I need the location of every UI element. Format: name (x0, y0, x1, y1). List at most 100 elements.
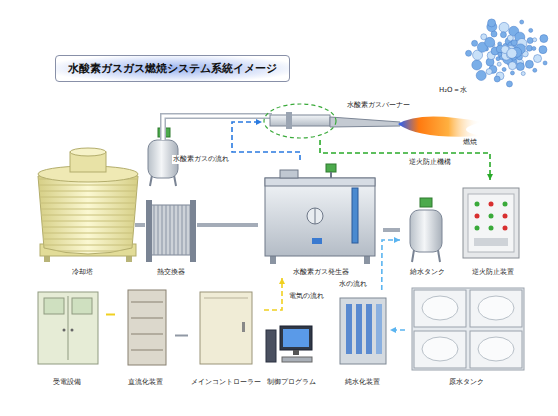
node-label: 直流化装置 (128, 378, 163, 387)
node-label: 熱交換器 (157, 268, 185, 277)
main-controller (200, 292, 252, 364)
node-label: メインコントローラー (191, 378, 261, 387)
flashback-device: 逆火防止装置 (455, 180, 530, 278)
water-formula: H₂O＝水 (438, 86, 468, 95)
gas-generator-part (352, 188, 358, 243)
burner-part (286, 112, 292, 129)
raw-water-tank-part (414, 331, 466, 368)
gas-burner: 水酸素ガスバーナー (262, 100, 412, 140)
gas-generator-part (326, 164, 336, 172)
computer (266, 326, 312, 362)
feed-tank: 給水タンク (400, 195, 455, 278)
computer-part (266, 330, 276, 362)
heat-exchanger-part (150, 205, 192, 255)
water-cloud-part (507, 48, 517, 58)
flashback-panel-part (503, 214, 508, 219)
heat-exchanger-part (146, 200, 152, 262)
water-purifier (340, 298, 386, 364)
node-label: 冷却塔 (72, 268, 93, 277)
water-purifier-part (340, 298, 386, 364)
cooling-pipe (135, 223, 145, 227)
water-cloud-part (539, 46, 547, 54)
node-label: 給水タンク (410, 268, 445, 277)
power-cable (175, 335, 188, 337)
cooling-pipe (197, 223, 258, 227)
water-cloud-part (476, 70, 486, 80)
flashback-panel-part (489, 226, 494, 231)
raw-water-tank-part (422, 296, 458, 320)
water-cloud-part (521, 72, 525, 76)
water-cloud-part (532, 46, 536, 50)
node-label: 逆火防止装置 (472, 268, 514, 277)
gas-generator-part (307, 208, 323, 224)
water-cloud-part (497, 62, 501, 66)
water-cloud-part (488, 19, 496, 27)
flow-label: 水の流れ (338, 280, 368, 289)
water-cloud-part (500, 32, 506, 38)
gas-generator-part (265, 178, 375, 186)
node-label: 受電設備 (53, 378, 81, 387)
burner-part (398, 116, 482, 136)
water-cloud-part (533, 38, 537, 42)
water-cloud-part (466, 50, 472, 56)
power-flow-arrow (264, 278, 282, 310)
water-cloud-part (511, 40, 517, 46)
water-cloud-part (543, 61, 547, 65)
water-cloud-part (529, 28, 533, 32)
flow-label: 電気の流れ (288, 292, 325, 301)
water-cloud-part (533, 68, 537, 72)
water-cloud-part (491, 31, 497, 37)
heat-exchanger-part (150, 205, 192, 255)
feed-tank-part (438, 250, 440, 262)
gas-generator-part (280, 170, 298, 178)
water-purifier-part (356, 304, 362, 354)
water-cloud-part (472, 40, 478, 46)
water-cloud-part (525, 60, 533, 68)
water-cloud-part (499, 22, 509, 32)
water-cloud-part (472, 60, 482, 70)
raw-water-tank-part (470, 290, 522, 327)
water-flow-arrow (382, 240, 400, 290)
main-controller: メインコントローラー (188, 283, 264, 388)
raw-water-tank-part (478, 296, 514, 320)
raw-water-tank (412, 288, 524, 370)
flashback-panel (463, 188, 519, 258)
node-label: 原水タンク (449, 378, 484, 387)
flashback-panel-part (474, 238, 508, 246)
main-controller-part (200, 292, 252, 364)
power-receiver-part (68, 296, 69, 360)
computer-part (293, 350, 299, 355)
flashback-panel-part (489, 202, 494, 207)
computer-part (283, 329, 309, 347)
main-controller-part (204, 298, 248, 299)
flow-label: 逆火防止機構 (408, 158, 452, 167)
water-cloud-part (486, 69, 492, 75)
flashback-panel-part (503, 202, 508, 207)
gas-separator (148, 116, 272, 186)
flashback-panel-part (475, 202, 480, 207)
flame-label: 燃焼 (462, 138, 478, 147)
burner-part (270, 115, 330, 126)
node-label: 制御プログラム (267, 378, 316, 387)
water-cloud (466, 19, 548, 87)
cooling-tower (38, 148, 138, 262)
flashback-panel-part (463, 188, 519, 258)
rectifier-part (131, 350, 163, 351)
water-cloud-part (534, 55, 542, 63)
computer-part (280, 326, 312, 350)
flow-label: 水酸素ガスの流れ (172, 155, 230, 164)
raw-water-tank: 原水タンク (405, 280, 528, 388)
feed-tank-part (412, 250, 414, 262)
burner (264, 104, 482, 138)
water-cloud-part (498, 52, 502, 56)
diagram-title: 水酸素ガスガス燃焼システム系統イメージ (55, 55, 290, 82)
water-cloud-part (516, 63, 524, 71)
water-cloud-part (506, 81, 512, 87)
node-label: 水酸素ガスバーナー (347, 101, 410, 110)
gas-flow-arrow (232, 122, 300, 160)
raw-water-tank-part (478, 337, 514, 361)
flashback-panel-part (503, 226, 508, 231)
water-cloud-part (494, 76, 500, 82)
feed-tank-part (420, 198, 432, 207)
